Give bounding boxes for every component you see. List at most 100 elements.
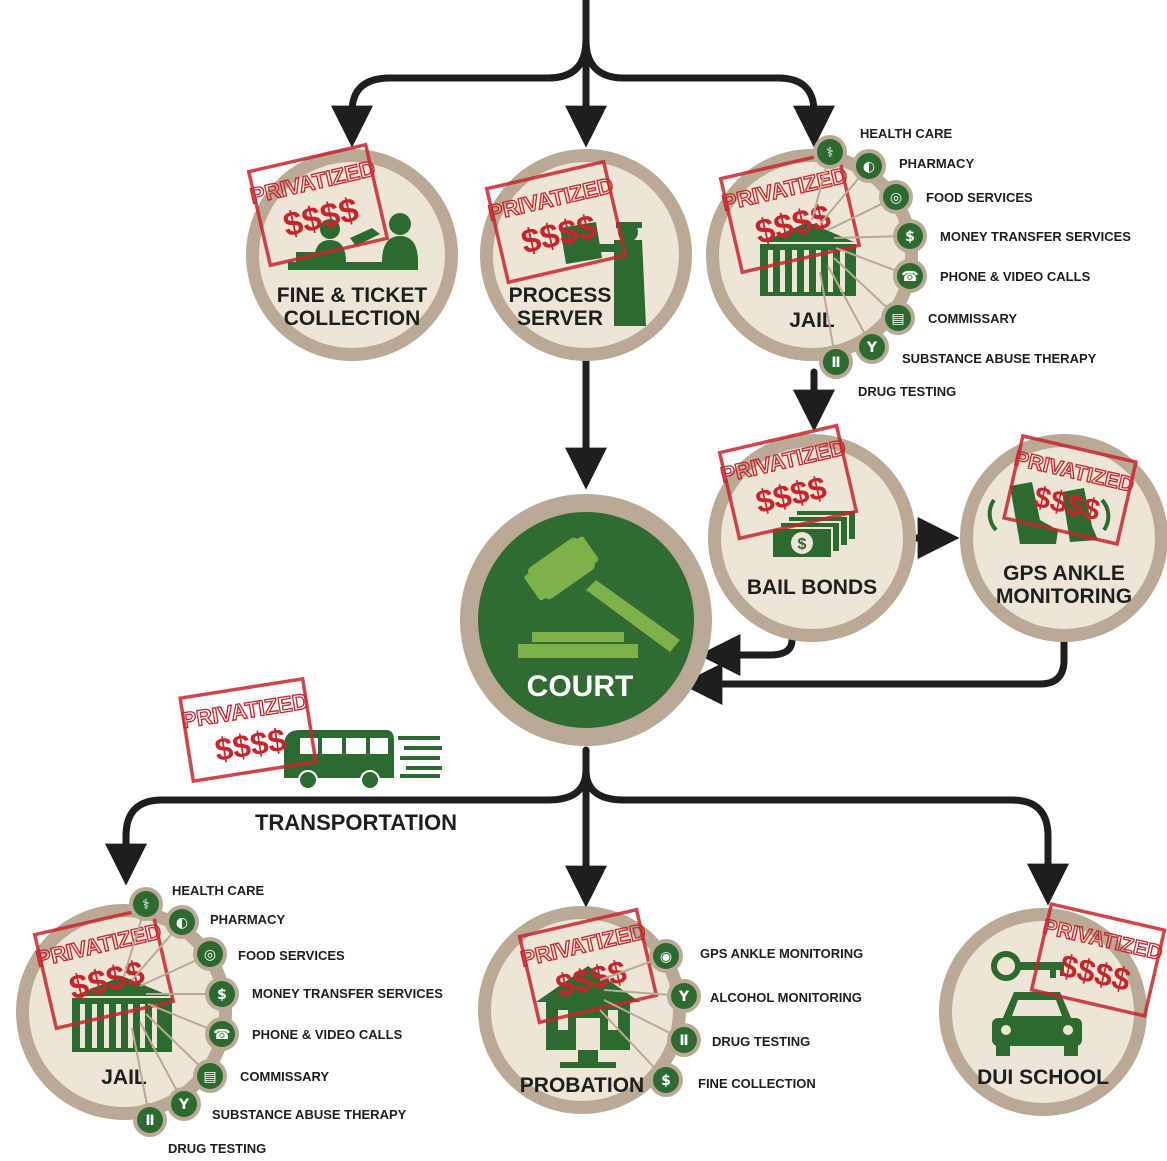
pill-icon: ◐ [852, 149, 886, 183]
service-item: ◉GPS ANKLE MONITORING [599, 939, 863, 981]
service-label: SUBSTANCE ABUSE THERAPY [902, 351, 1097, 366]
svg-text:⚕: ⚕ [142, 897, 150, 913]
svg-text:Y: Y [866, 340, 878, 356]
service-label: MONEY TRANSFER SERVICES [940, 229, 1131, 244]
arrow-gps-to-court [680, 636, 1068, 705]
svg-text:Ⅱ: Ⅱ [831, 355, 840, 371]
service-item: ◐ PHARMACY [131, 905, 285, 981]
service-item: Y SUBSTANCE ABUSE THERAPY [827, 265, 1097, 366]
service-item: ▤ COMMISSARY [833, 257, 1017, 335]
service-label: HEALTH CARE [172, 883, 265, 898]
service-label: PHONE & VIDEO CALLS [252, 1027, 403, 1042]
plate-icon: ◎ [879, 180, 913, 214]
svg-text:▤: ▤ [203, 1069, 216, 1085]
stamp-money: $$$$ [212, 721, 288, 768]
transportation-node: PRIVATIZED $$$$ TRANSPORTATION [178, 676, 457, 835]
service-item: Ⅱ DRUG TESTING [603, 999, 810, 1057]
car-key-icon [991, 951, 1082, 1056]
svg-text:◉: ◉ [660, 949, 672, 965]
service-item: $ MONEY TRANSFER SERVICES [833, 219, 1131, 253]
service-item: Y ALCOHOL MONITORING [603, 979, 862, 1013]
svg-text:$: $ [217, 987, 227, 1003]
service-label: FOOD SERVICES [238, 948, 345, 963]
service-label: PHARMACY [899, 156, 974, 171]
service-label: COMMISSARY [928, 311, 1017, 326]
svg-text:Ⅱ: Ⅱ [679, 1033, 688, 1049]
cash-stack-icon: $ [771, 509, 857, 559]
service-label: PHARMACY [210, 912, 285, 927]
probation-services: ◉GPS ANKLE MONITORING Y ALCOHOL MONITORING… [599, 939, 863, 1097]
test-tubes-icon: Ⅱ [819, 345, 853, 379]
jail-bottom-services: ⚕ HEALTH CARE ◐ PHARMACY ◎FOOD SERVICES$MONE… [123, 883, 443, 1156]
bail-bonds-node: $ BAIL BONDS PRIVATIZED $$$$ [708, 423, 916, 642]
connector-arrows [105, 0, 1069, 908]
arrow-to-jail-top [582, 36, 835, 148]
shopping-bag-icon: ▤ [193, 1059, 227, 1093]
privatized-stamp: PRIVATIZED $$$$ [178, 676, 318, 784]
process-server-icon [560, 222, 646, 326]
service-item: $MONEY TRANSFER SERVICES [146, 977, 443, 1011]
process-label-line2: SERVER [517, 307, 603, 330]
service-item: ⚕ HEALTH CARE [123, 883, 265, 977]
ankle-monitor-icon: ◉ [649, 939, 683, 973]
fine-ticket-collection-node: FINE & TICKET COLLECTION PRIVATIZED $$$$ [246, 142, 458, 361]
dollar-coin-icon: $ [649, 1063, 683, 1097]
probation-node: PROBATION PRIVATIZED $$$$ ◉GPS ANKLE MON… [478, 906, 863, 1114]
service-item: ◎FOOD SERVICES [139, 937, 345, 987]
fine-label-line1: FINE & TICKET [277, 284, 428, 307]
stethoscope-icon: ⚕ [813, 135, 847, 169]
svg-text:Y: Y [678, 989, 690, 1005]
svg-text:Y: Y [178, 1097, 190, 1113]
svg-text:$: $ [905, 229, 915, 245]
svg-text:◐: ◐ [863, 159, 875, 175]
arrow-to-dui [582, 766, 1069, 906]
gps-ankle-monitoring-node: GPS ANKLE MONITORING PRIVATIZED $$$$ [960, 433, 1167, 642]
fine-label-line2: COLLECTION [284, 307, 421, 330]
service-label: DRUG TESTING [168, 1141, 266, 1156]
service-item: $ FINE COLLECTION [599, 1009, 816, 1097]
jail-top-node: JAIL PRIVATIZED $$$$ ⚕HEALTH CARE◐PHARMA… [706, 126, 1131, 399]
jail-top-label: JAIL [789, 309, 835, 332]
process-label-line1: PROCESS [509, 284, 612, 307]
svg-text:☎: ☎ [213, 1027, 230, 1043]
jail-bottom-label: JAIL [101, 1066, 147, 1089]
probation-house-icon [536, 966, 640, 1068]
service-label: SUBSTANCE ABUSE THERAPY [212, 1107, 407, 1122]
service-label: HEALTH CARE [860, 126, 953, 141]
transportation-label: TRANSPORTATION [255, 810, 457, 835]
probation-label: PROBATION [520, 1074, 644, 1097]
svg-text:⚕: ⚕ [826, 145, 834, 161]
court-node: COURT [460, 494, 712, 746]
money-icon: $ [205, 977, 239, 1011]
service-label: DRUG TESTING [712, 1034, 810, 1049]
dui-label: DUI SCHOOL [977, 1066, 1109, 1089]
svg-text:Ⅱ: Ⅱ [145, 1113, 154, 1129]
process-server-node: PROCESS SERVER PRIVATIZED $$$$ [480, 149, 692, 361]
phone-icon: ☎ [205, 1017, 239, 1051]
money-icon: $ [893, 219, 927, 253]
service-label: FOOD SERVICES [926, 190, 1033, 205]
service-item: Ⅱ DRUG TESTING [131, 1027, 266, 1156]
arrow-to-jail-bottom [105, 766, 590, 886]
arrow-bail-to-court [698, 634, 796, 676]
svg-text:▤: ▤ [891, 311, 904, 327]
service-label: FINE COLLECTION [698, 1076, 816, 1091]
service-item: ☎ PHONE & VIDEO CALLS [147, 1003, 403, 1051]
svg-text:$: $ [661, 1073, 671, 1089]
cocktail-icon: Y [167, 1087, 201, 1121]
service-item: Y SUBSTANCE ABUSE THERAPY [139, 1021, 407, 1122]
service-item: ◐ PHARMACY [819, 149, 974, 225]
dui-school-node: DUI SCHOOL PRIVATIZED $$$$ [939, 901, 1167, 1116]
arrow-to-fine [331, 36, 590, 148]
pill-icon: ◐ [165, 905, 199, 939]
service-item: ☎PHONE & VIDEO CALLS [835, 247, 1091, 293]
svg-text:$: $ [798, 536, 807, 553]
svg-text:☎: ☎ [901, 269, 918, 285]
svg-text:◎: ◎ [890, 190, 902, 206]
jail-bottom-node: JAIL PRIVATIZED $$$$ ⚕HEALTH CARE◐PHARMA… [16, 883, 443, 1156]
stethoscope-icon: ⚕ [129, 887, 163, 921]
phone-icon: ☎ [893, 259, 927, 293]
service-label: ALCOHOL MONITORING [710, 990, 862, 1005]
service-label: COMMISSARY [240, 1069, 329, 1084]
